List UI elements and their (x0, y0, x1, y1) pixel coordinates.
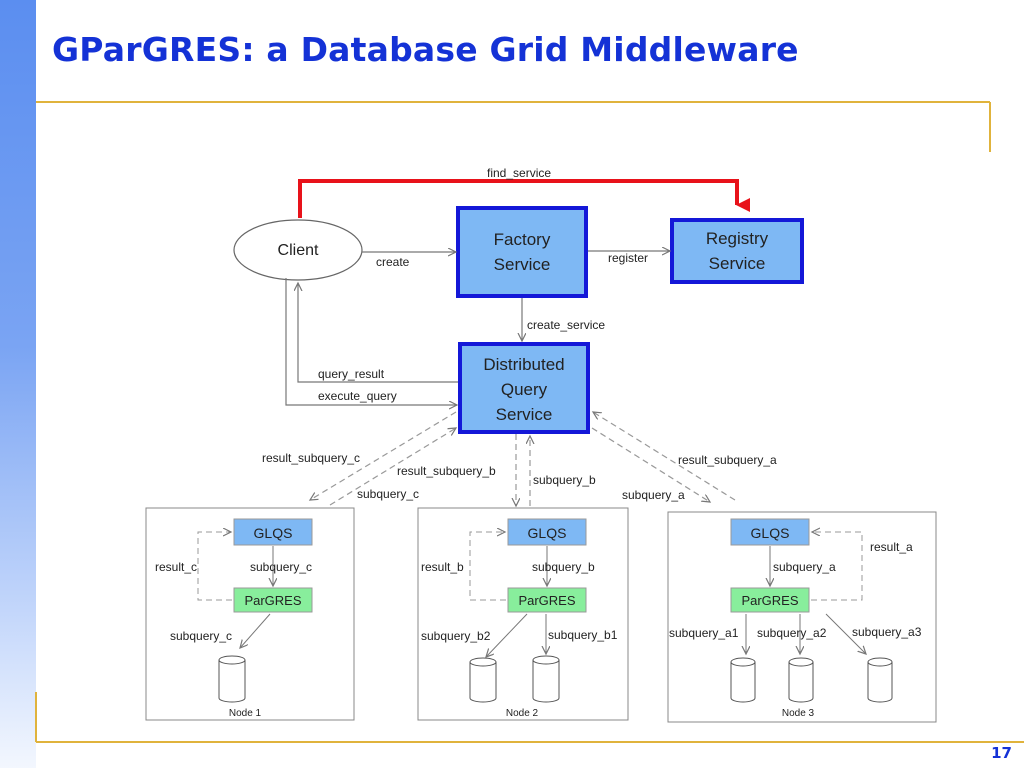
database-icon (730, 657, 756, 703)
dqs-box: Distributed Query Service (458, 342, 590, 434)
node-2: GLQS ParGRES result_b subquery_b subquer… (417, 507, 629, 721)
glqs-label: GLQS (528, 525, 567, 541)
slide-left-bar (0, 0, 36, 768)
pargres-box (730, 587, 810, 613)
client-label: Client (278, 242, 319, 259)
subquery-label: subquery_b (532, 560, 595, 574)
register-label: register (608, 251, 648, 265)
register-arrow: register (588, 251, 670, 265)
create-arrow: create (362, 252, 456, 269)
glqs-label: GLQS (254, 525, 293, 541)
dqs-label-line1: Distributed (483, 355, 564, 374)
db-subquery-label-b1: subquery_b1 (548, 628, 618, 642)
subquery-a-label: subquery_a (622, 488, 685, 502)
database-icon (218, 655, 246, 703)
node-name: Node 2 (506, 708, 539, 719)
subquery-label: subquery_a (773, 560, 836, 574)
factory-label-line2: Service (494, 255, 551, 274)
factory-label-line1: Factory (494, 230, 551, 249)
slide-number: 17 (991, 744, 1012, 762)
result-label: result_c (155, 560, 197, 574)
execute-query-label: execute_query (318, 389, 397, 403)
client-node: Client (233, 219, 363, 281)
database-icon (469, 657, 497, 703)
slide-title: GParGRES: a Database Grid Middleware (52, 30, 799, 69)
result-label: result_b (421, 560, 464, 574)
db-subquery-label-a3: subquery_a3 (852, 625, 922, 639)
result-subquery-c-label: result_subquery_c (262, 451, 360, 465)
dqs-label-line2: Query (501, 380, 548, 399)
node-1: GLQS ParGRES result_c subquery_c subquer… (145, 507, 355, 721)
subquery-b-label: subquery_b (533, 473, 596, 487)
query-result-arrow: query_result (298, 283, 458, 383)
create-service-label: create_service (527, 318, 605, 332)
registry-label-line1: Registry (706, 229, 769, 248)
result-subquery-b-label: result_subquery_b (397, 464, 496, 478)
pargres-box (507, 587, 587, 613)
db-subquery-label-b2: subquery_b2 (421, 629, 491, 643)
glqs-box (730, 518, 810, 546)
result-label: result_a (870, 540, 913, 554)
subquery-c-label: subquery_c (357, 487, 419, 501)
pargres-box (233, 587, 313, 613)
database-icon (867, 657, 893, 703)
db-subquery-label-a1: subquery_a1 (669, 626, 739, 640)
db-subquery-label: subquery_c (170, 629, 232, 643)
query-result-label: query_result (318, 367, 385, 381)
database-icon (532, 655, 560, 703)
result-subquery-a-label: result_subquery_a (678, 453, 777, 467)
factory-service-box: Factory Service (456, 206, 588, 298)
registry-label-line2: Service (709, 254, 766, 273)
node-name: Node 1 (229, 708, 262, 719)
find-service-arrow: find_service (298, 166, 750, 218)
slide-frame (35, 101, 1024, 743)
create-service-arrow: create_service (522, 298, 605, 341)
execute-query-arrow: execute_query (285, 278, 457, 405)
registry-service-box: Registry Service (670, 218, 804, 284)
subquery-links (310, 412, 736, 506)
find-service-label: find_service (487, 166, 551, 180)
db-subquery-label-a2: subquery_a2 (757, 626, 827, 640)
glqs-box (507, 518, 587, 546)
node-name: Node 3 (782, 708, 815, 719)
node-3: GLQS ParGRES result_a subquery_a subquer… (667, 511, 937, 723)
subquery-label: subquery_c (250, 560, 312, 574)
glqs-label: GLQS (751, 525, 790, 541)
pargres-label: ParGRES (518, 593, 575, 608)
pargres-label: ParGRES (244, 593, 301, 608)
database-icon (788, 657, 814, 703)
dqs-label-line3: Service (496, 405, 553, 424)
glqs-box (233, 518, 313, 546)
pargres-label: ParGRES (741, 593, 798, 608)
create-label: create (376, 255, 410, 269)
